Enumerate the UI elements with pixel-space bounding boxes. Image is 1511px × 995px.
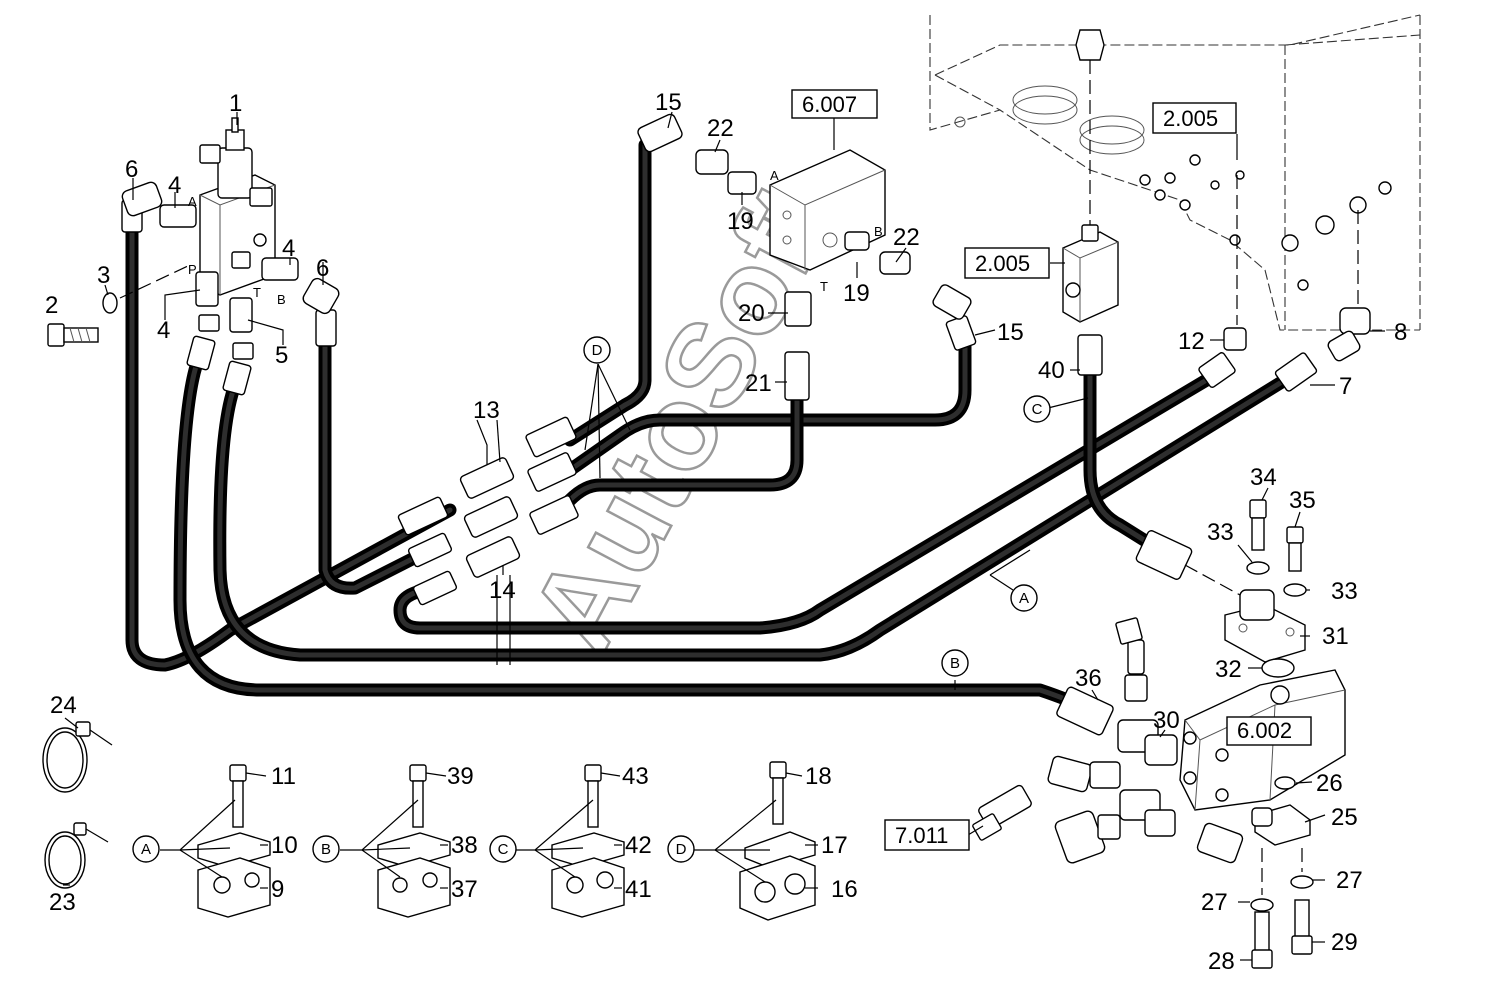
callout-19: 19 bbox=[843, 280, 870, 307]
callout-21: 21 bbox=[745, 370, 772, 397]
clamp-set-c bbox=[551, 764, 625, 918]
callout-6: 6 bbox=[316, 255, 329, 282]
port-letter: B bbox=[277, 292, 286, 307]
circle-letter-c: C bbox=[498, 841, 509, 858]
ref-box-7011: 7.011 bbox=[895, 823, 948, 848]
reference-boxes: 6.007 2.005 2.005 6.002 7.011 bbox=[791, 89, 1312, 851]
valve-block bbox=[121, 117, 340, 360]
callout-33: 33 bbox=[1207, 519, 1234, 546]
callout-4: 4 bbox=[168, 172, 181, 199]
port-letter: T bbox=[253, 285, 261, 300]
callout-8: 8 bbox=[1394, 319, 1407, 346]
callout-14: 14 bbox=[489, 577, 516, 604]
ref-box-2005-valve: 2.005 bbox=[975, 251, 1030, 276]
callout-36: 36 bbox=[1075, 665, 1102, 692]
callout-1: 1 bbox=[229, 90, 242, 117]
hoses bbox=[125, 138, 1292, 717]
callout-11: 11 bbox=[271, 763, 296, 790]
callout-34: 34 bbox=[1250, 464, 1277, 491]
callout-37: 37 bbox=[451, 876, 478, 903]
clamp-set-b bbox=[377, 764, 451, 918]
circled-letters: D C A B A B C D bbox=[132, 336, 1051, 863]
port-letters: A P T B A B T bbox=[188, 168, 883, 307]
callout-3: 3 bbox=[97, 262, 110, 289]
callout-41: 41 bbox=[625, 876, 652, 903]
callout-numbers: 1 2 3 4 4 4 5 6 6 7 8 9 10 11 12 13 14 1… bbox=[45, 89, 1407, 975]
circle-letter-a: A bbox=[1019, 590, 1029, 607]
callout-5: 5 bbox=[275, 342, 288, 369]
callout-38: 38 bbox=[451, 832, 478, 859]
callout-25: 25 bbox=[1331, 804, 1358, 831]
flange-25 bbox=[1250, 804, 1314, 969]
port-letter: P bbox=[188, 262, 197, 277]
callout-26: 26 bbox=[1316, 770, 1343, 797]
port-letter: A bbox=[770, 168, 779, 183]
callout-32: 32 bbox=[1215, 656, 1242, 683]
callout-22: 22 bbox=[707, 115, 734, 142]
cable-ties bbox=[42, 721, 113, 889]
callout-33: 33 bbox=[1331, 578, 1358, 605]
callout-23: 23 bbox=[49, 889, 76, 916]
callout-2: 2 bbox=[45, 292, 58, 319]
circle-letter-a: A bbox=[141, 841, 151, 858]
callout-4: 4 bbox=[282, 235, 295, 262]
leader-lines bbox=[63, 111, 1385, 961]
callout-18: 18 bbox=[805, 763, 832, 790]
valve-2005 bbox=[1062, 29, 1119, 323]
callout-39: 39 bbox=[447, 763, 474, 790]
circle-letter-b: B bbox=[950, 655, 960, 672]
callout-29: 29 bbox=[1331, 929, 1358, 956]
pump-6007 bbox=[695, 149, 911, 327]
port-letter: T bbox=[820, 279, 828, 294]
callout-15: 15 bbox=[655, 89, 682, 116]
flange-31 bbox=[1184, 499, 1307, 663]
ref-box-6007: 6.007 bbox=[802, 92, 857, 117]
callout-27: 27 bbox=[1336, 867, 1363, 894]
callout-40: 40 bbox=[1038, 357, 1065, 384]
callout-13: 13 bbox=[473, 397, 500, 424]
bolt-2 bbox=[47, 264, 191, 347]
callout-16: 16 bbox=[831, 876, 858, 903]
ref-box-2005-tank: 2.005 bbox=[1163, 106, 1218, 131]
callout-42: 42 bbox=[625, 832, 652, 859]
clamp-set-d bbox=[739, 761, 816, 921]
callout-20: 20 bbox=[738, 300, 765, 327]
callout-4: 4 bbox=[157, 317, 170, 344]
elbow-fittings bbox=[1223, 175, 1371, 362]
callout-28: 28 bbox=[1208, 948, 1235, 975]
circle-letter-d: D bbox=[592, 342, 603, 359]
callout-12: 12 bbox=[1178, 328, 1205, 355]
callout-35: 35 bbox=[1289, 487, 1316, 514]
callout-27: 27 bbox=[1201, 889, 1228, 916]
callout-22: 22 bbox=[893, 224, 920, 251]
callout-9: 9 bbox=[271, 876, 284, 903]
port-letter: A bbox=[188, 194, 197, 209]
ref-box-6002: 6.002 bbox=[1237, 718, 1292, 743]
callout-31: 31 bbox=[1322, 623, 1349, 650]
callout-10: 10 bbox=[271, 832, 298, 859]
circle-letter-c: C bbox=[1032, 401, 1043, 418]
callout-7: 7 bbox=[1339, 373, 1352, 400]
callout-43: 43 bbox=[622, 763, 649, 790]
clamp-set-a bbox=[197, 764, 271, 918]
callout-30: 30 bbox=[1153, 707, 1180, 734]
callout-19: 19 bbox=[727, 208, 754, 235]
callout-24: 24 bbox=[50, 692, 77, 719]
adapters bbox=[459, 457, 521, 578]
callout-17: 17 bbox=[821, 832, 848, 859]
callout-15: 15 bbox=[997, 319, 1024, 346]
tank-outline bbox=[929, 14, 1421, 331]
hose-ends bbox=[121, 113, 1318, 736]
circle-letter-b: B bbox=[321, 841, 331, 858]
circle-letter-d: D bbox=[676, 841, 687, 858]
callout-6: 6 bbox=[125, 156, 138, 183]
tee-coupler-group bbox=[972, 617, 1244, 864]
port-letter: B bbox=[874, 224, 883, 239]
